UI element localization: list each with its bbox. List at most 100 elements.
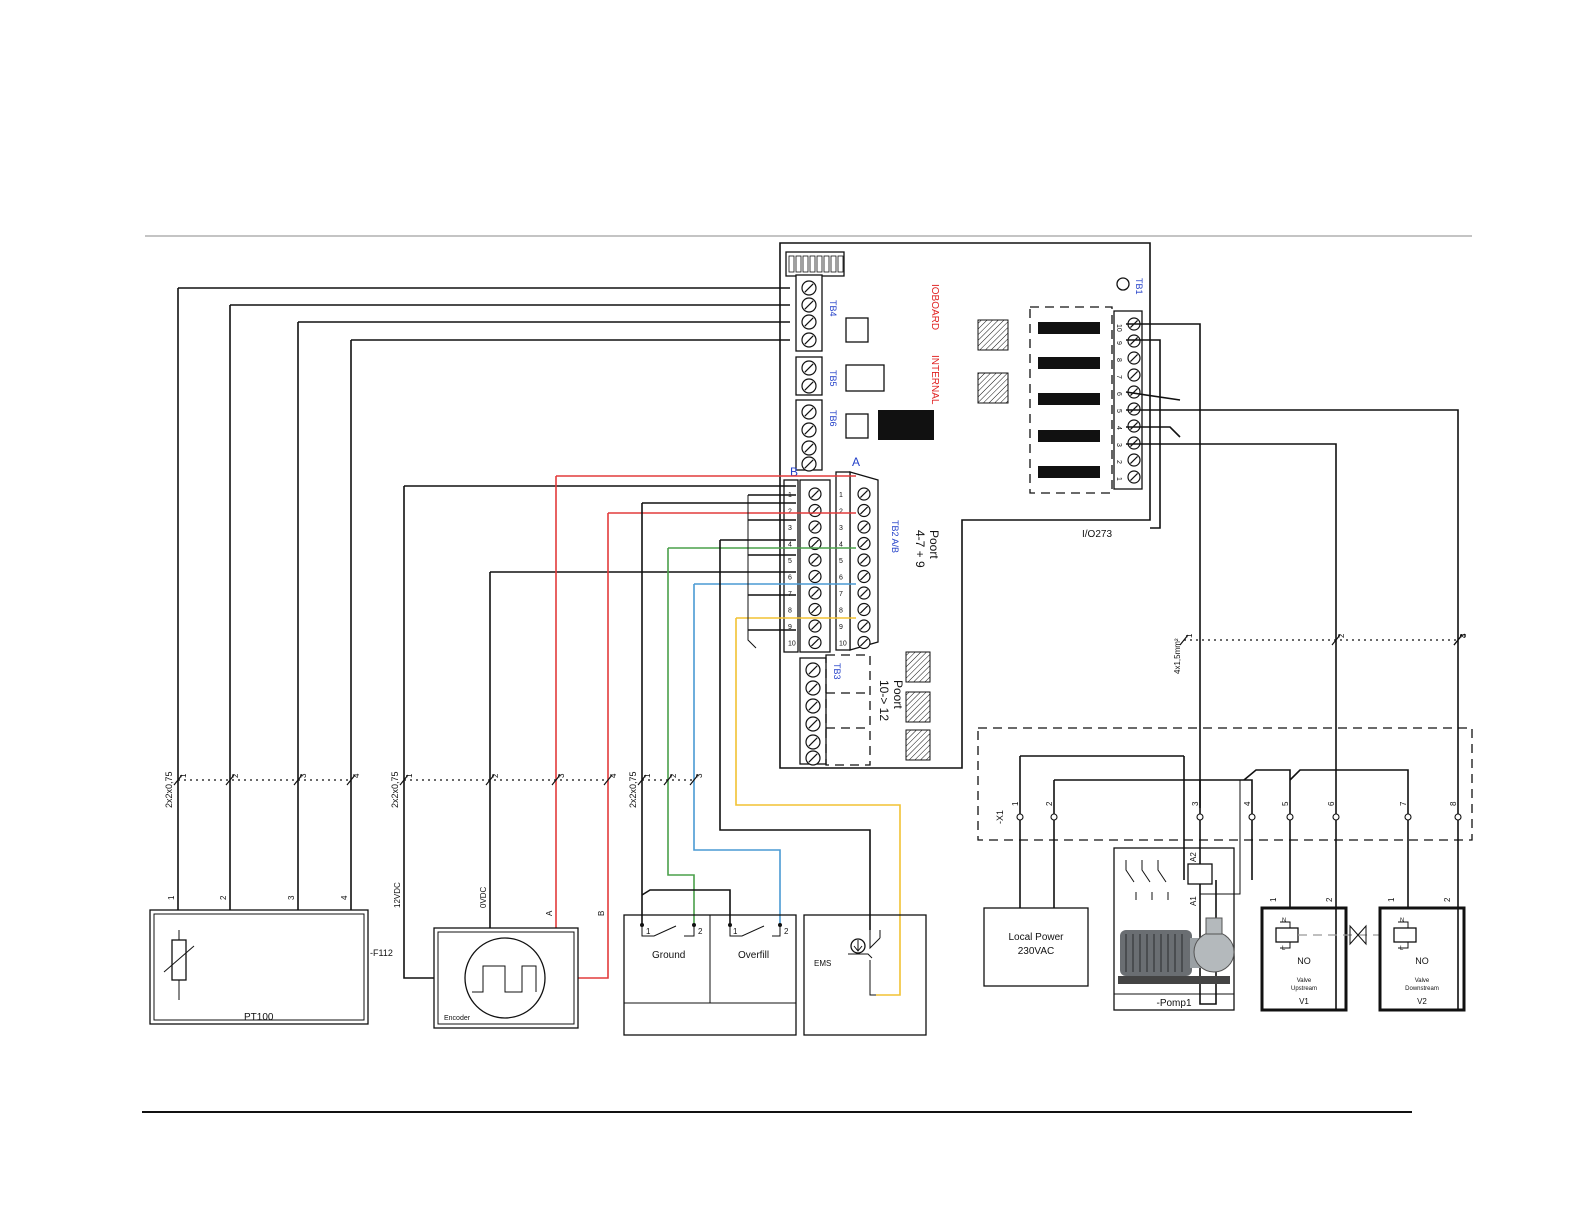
encoder-pin-12vdc: 12VDC bbox=[393, 882, 402, 908]
tb4-label: TB4 bbox=[828, 300, 838, 317]
relay-terminal-screw bbox=[1127, 470, 1141, 484]
tb2-a-number: 5 bbox=[839, 558, 843, 565]
chip bbox=[878, 410, 934, 440]
dip-switch-cell bbox=[823, 255, 830, 273]
tb2-b-number: 8 bbox=[788, 608, 792, 615]
valve-symbol-link bbox=[1298, 924, 1380, 946]
tb2-a-screw bbox=[857, 503, 871, 518]
motor-pump-icon bbox=[1118, 917, 1235, 984]
poort-1-label: Poort bbox=[927, 530, 941, 559]
wire-red-a bbox=[555, 475, 856, 928]
cable-4-spec: 4x1,5mm² bbox=[1173, 638, 1182, 674]
cable-core-tick bbox=[173, 774, 183, 786]
hatched-part-2 bbox=[977, 372, 1009, 404]
terminal-screw bbox=[801, 440, 817, 456]
tb2-b-number: 6 bbox=[788, 575, 792, 582]
tb2-a-number: 4 bbox=[839, 542, 843, 549]
tb5-label: TB5 bbox=[828, 370, 838, 387]
tb2-row-b: B bbox=[790, 465, 798, 479]
terminal-screw bbox=[801, 332, 817, 348]
valve1-desc2: Upstream bbox=[1291, 986, 1317, 992]
x1-terminal bbox=[1454, 813, 1462, 821]
tb2-b-screw bbox=[808, 553, 822, 567]
tb3-terminal-block: TB3 Poort 10-> 12 bbox=[799, 654, 905, 766]
cable-3-spec: 2x2x0,75 bbox=[628, 771, 638, 808]
relay-3 bbox=[1038, 393, 1100, 405]
overfill-label: Overfill bbox=[738, 950, 769, 961]
cable-core-number: 3 bbox=[299, 773, 308, 778]
pt100-pin-2: 2 bbox=[219, 895, 228, 900]
led-square-1 bbox=[845, 317, 869, 343]
valve2-pin-2: 2 bbox=[1443, 897, 1452, 902]
local-power-line2: 230VAC bbox=[1018, 946, 1055, 957]
terminal-screw bbox=[801, 456, 817, 472]
terminal-screw bbox=[805, 716, 821, 732]
cable-core-tick bbox=[663, 774, 673, 786]
tb2-b-number: 9 bbox=[788, 624, 792, 631]
relay-terminal-number: 5 bbox=[1115, 409, 1122, 413]
valve1-n: N bbox=[1282, 918, 1286, 924]
cable-core-tick bbox=[485, 774, 495, 786]
relay-terminal-number: 6 bbox=[1115, 392, 1122, 396]
valve2-desc1: Valve bbox=[1415, 978, 1430, 984]
pt100-pin-4: 4 bbox=[340, 895, 349, 900]
terminal-screw bbox=[805, 750, 821, 766]
terminal-screw bbox=[805, 662, 821, 678]
terminal-screw bbox=[801, 422, 817, 438]
local-power-supply: Local Power 230VAC bbox=[983, 907, 1089, 987]
led-square-3 bbox=[845, 413, 869, 439]
cable-core-number: 2 bbox=[669, 773, 678, 778]
pulse-symbol bbox=[472, 965, 537, 993]
tb2-a-screw bbox=[857, 602, 871, 617]
tb2-b-screw bbox=[808, 635, 822, 650]
relay-terminal-number: 4 bbox=[1115, 426, 1122, 430]
relay-terminal-number: 2 bbox=[1115, 460, 1122, 464]
cable-core-number: 2 bbox=[491, 773, 500, 778]
tb2-b-number: 3 bbox=[788, 525, 792, 532]
coil-a1: A1 bbox=[1189, 896, 1198, 906]
internal-label: INTERNAL bbox=[929, 355, 940, 405]
tb1-label: TB1 bbox=[1134, 278, 1144, 295]
cable-core-number: 3 bbox=[1459, 633, 1468, 638]
relay-2 bbox=[1038, 357, 1100, 369]
tb2-a-number: 2 bbox=[839, 509, 843, 516]
tb2-a-screw bbox=[857, 520, 871, 534]
valve2-state: NO bbox=[1415, 956, 1429, 966]
x1-enclosure bbox=[977, 727, 1473, 841]
x1-terminal-number: 6 bbox=[1327, 801, 1336, 806]
tb6-terminal-block: TB6 bbox=[795, 399, 838, 472]
relay-terminal-number: 8 bbox=[1115, 358, 1122, 362]
tb2-a-screw bbox=[857, 586, 871, 600]
pt100-ref: -F112 bbox=[370, 948, 393, 958]
tb2-b-screw bbox=[808, 619, 822, 633]
cable-1-spec: 2x2x0,75 bbox=[164, 771, 174, 808]
relay-terminal-screw bbox=[1127, 368, 1141, 382]
tb6-label: TB6 bbox=[828, 410, 838, 427]
tb2-a-number: 3 bbox=[839, 525, 843, 532]
x1-terminal bbox=[1196, 813, 1204, 821]
x1-terminal-number: 1 bbox=[1011, 801, 1020, 806]
terminal-screw bbox=[801, 314, 817, 330]
ground-pin-1: 1 bbox=[646, 927, 651, 936]
tb2-a-screw bbox=[857, 635, 871, 650]
hatched-part-5 bbox=[905, 729, 931, 761]
tb2-a-number: 1 bbox=[839, 492, 843, 499]
relay-5 bbox=[1038, 466, 1100, 478]
io-name: I/O273 bbox=[1082, 529, 1112, 540]
terminal-screw bbox=[801, 360, 817, 376]
dip-switch-cell bbox=[816, 255, 823, 273]
x1-terminal bbox=[1050, 813, 1058, 821]
x1-terminal-number: 5 bbox=[1281, 801, 1290, 806]
tb2-label: TB2 A/B bbox=[890, 520, 900, 553]
contactor-coil bbox=[1187, 863, 1213, 885]
io-board-label: IOBOARD bbox=[929, 284, 940, 330]
valve-downstream: N L NO Valve Downstream V2 1 2 bbox=[1378, 897, 1466, 1012]
x1-terminal-number: 8 bbox=[1449, 801, 1458, 806]
cable-core-tick bbox=[225, 774, 235, 786]
x1-terminal bbox=[1332, 813, 1340, 821]
tb2-a-number: 8 bbox=[839, 608, 843, 615]
dip-switch-cell bbox=[788, 255, 795, 273]
ground-pin-2: 2 bbox=[698, 927, 703, 936]
valve2-pin-1: 1 bbox=[1387, 897, 1396, 902]
